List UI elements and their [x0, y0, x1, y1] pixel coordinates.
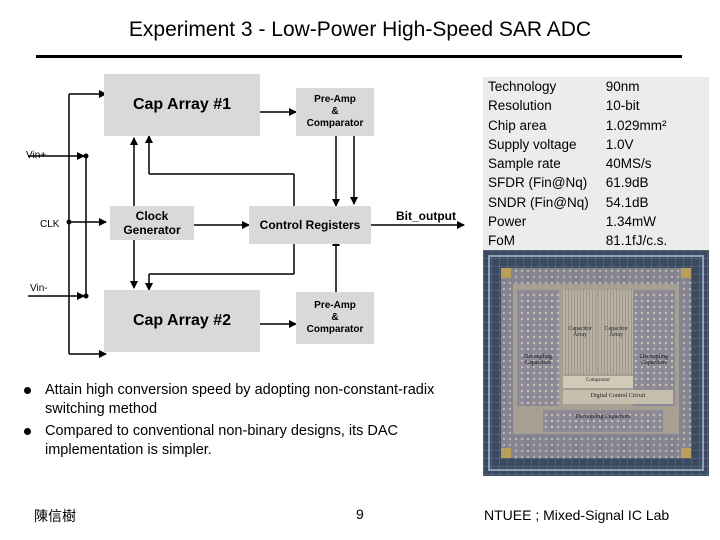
spec-row: Sample rate 40MS/s [483, 154, 672, 173]
preamp-bottom-line2: & [331, 312, 339, 323]
preamp-bottom-line1: Pre-Amp [314, 300, 356, 311]
spec-label: SNDR (Fin@Nq) [488, 194, 589, 210]
bullet-text: Attain high conversion speed by adopting… [45, 382, 435, 417]
spec-label: FoM [488, 233, 515, 249]
footer-author: 陳信樹 [34, 508, 76, 524]
spec-value: 90nm [605, 79, 640, 94]
spec-value: 54.1dB [605, 194, 649, 210]
preamp-top-line2: & [331, 106, 339, 117]
bullet-dot-icon [24, 387, 31, 394]
spec-label: Resolution [488, 98, 552, 114]
spec-label: Chip area [488, 117, 547, 133]
block-diagram: Cap Array #1 Pre-Amp & Comparator Clock … [24, 74, 470, 374]
spec-row: Resolution 10-bit [483, 96, 672, 115]
title-rule [36, 55, 682, 58]
spec-value: 1.029mm² [605, 117, 667, 133]
preamp-bottom-line3: Comparator [306, 324, 364, 335]
die-decap-right-label: Decoupling Capacitors [640, 354, 668, 366]
vin-minus-label: Vin- [30, 283, 48, 294]
bullet-item: Compared to conventional non-binary desi… [22, 422, 482, 460]
spec-label: Power [488, 214, 527, 230]
control-registers-block: Control Registers [249, 206, 371, 244]
bullet-list: Attain high conversion speed by adopting… [22, 381, 482, 463]
diagram-wires [28, 90, 465, 358]
bullet-item: Attain high conversion speed by adopting… [22, 381, 482, 419]
die-photo: Capacitor Array Capacitor Array Decoupli… [483, 250, 709, 476]
cap-array-2-label: Cap Array #2 [132, 312, 232, 329]
spec-value: 1.34mW [605, 214, 656, 230]
spec-label: Technology [488, 79, 557, 94]
spec-row: Supply voltage 1.0V [483, 135, 672, 154]
cap-array-2-block: Cap Array #2 [104, 290, 260, 352]
spec-value: 40MS/s [605, 156, 652, 172]
bullet-dot-icon [24, 428, 31, 435]
spec-value: 81.1fJ/c.s. [605, 233, 668, 249]
clk-label: CLK [40, 219, 60, 230]
vin-plus-label: Vin+ [26, 150, 47, 161]
clock-line1: Clock [135, 209, 169, 223]
clock-line2: Generator [123, 223, 181, 237]
spec-row: Chip area 1.029mm² [483, 116, 672, 135]
spec-value: 10-bit [605, 98, 640, 114]
die-digital-label: Digital Control Circuit [590, 393, 646, 399]
spec-row: SNDR (Fin@Nq) 54.1dB [483, 193, 672, 212]
spec-table: Technology 90nm Resolution 10-bit Chip are… [483, 77, 709, 252]
spec-row: SFDR (Fin@Nq) 61.9dB [483, 173, 672, 192]
cap-array-1-label: Cap Array #1 [132, 96, 232, 113]
preamp-top-line3: Comparator [306, 118, 364, 129]
spec-row: Technology 90nm [483, 77, 672, 96]
spec-value: 61.9dB [605, 175, 649, 191]
bullet-text: Compared to conventional non-binary desi… [45, 423, 399, 458]
die-decap-bottom-label: Decoupling Capacitors [575, 414, 631, 420]
spec-row: Power 1.34mW [483, 212, 672, 231]
slide-title: Experiment 3 - Low-Power High-Speed SAR … [128, 18, 592, 41]
preamp-top-line1: Pre-Amp [314, 94, 356, 105]
spec-label: Supply voltage [488, 136, 577, 152]
clock-generator-block: Clock Generator [110, 206, 194, 240]
spec-label: Sample rate [488, 156, 561, 172]
preamp-top-block: Pre-Amp & Comparator [296, 88, 374, 136]
spec-row: FoM 81.1fJ/c.s. [483, 231, 672, 250]
preamp-bottom-block: Pre-Amp & Comparator [296, 292, 374, 344]
footer-page-number: 9 [356, 506, 364, 522]
spec-label: SFDR (Fin@Nq) [488, 175, 588, 191]
spec-value: 1.0V [605, 136, 634, 152]
bit-output-label: Bit_output [396, 209, 456, 223]
die-cap-right-label: Capacitor Array [604, 326, 628, 338]
footer-lab: NTUEE ; Mixed-Signal IC Lab [484, 507, 670, 523]
die-comparator-label: Comparator [586, 378, 610, 383]
cap-array-1-block: Cap Array #1 [104, 74, 260, 136]
die-photo-art [483, 250, 709, 476]
die-decap-left-label: Decoupling Capacitors [524, 354, 552, 366]
control-registers-label: Control Registers [259, 218, 361, 232]
die-cap-left-label: Capacitor Array [568, 326, 592, 338]
